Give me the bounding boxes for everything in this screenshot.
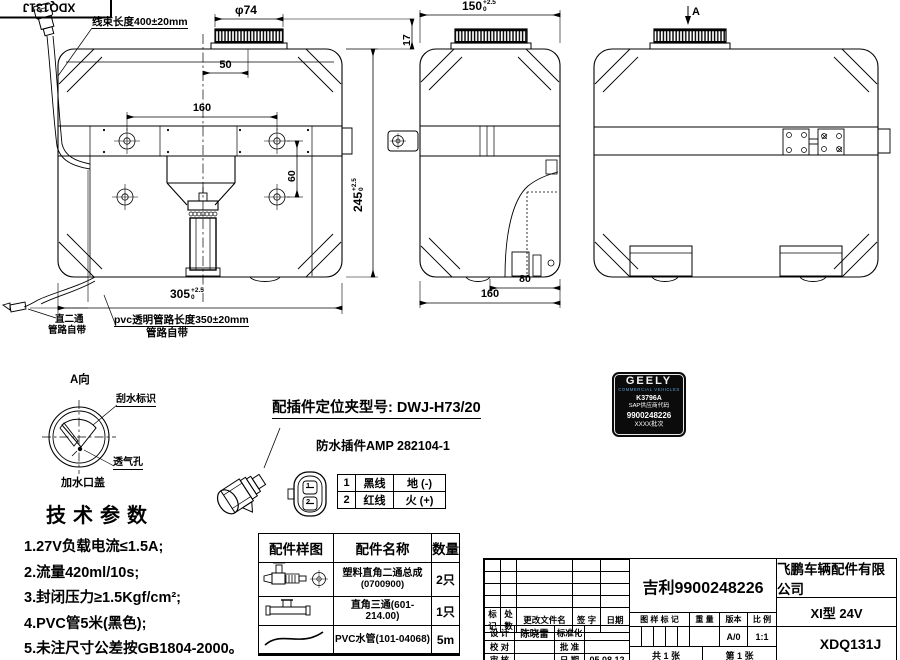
mark-header-scale: 比 例 xyxy=(747,613,776,627)
signature-row: 设 计陈晓雷标准化 xyxy=(484,625,630,641)
hose-note-line1: pvc透明管路长度350±20mm xyxy=(114,314,249,328)
tech-param-5: 5.未注尺寸公差按GB1804-2000。 xyxy=(24,641,244,657)
company-name: 飞鹏车辆配件有限公司 xyxy=(776,559,896,598)
mark-header-version: 版本 xyxy=(719,613,747,627)
connector-pin1-label: 1 xyxy=(306,481,311,490)
connector-pin2-label: 2 xyxy=(306,497,311,506)
side-view xyxy=(387,28,561,282)
badge-part-code: K3796A xyxy=(636,395,662,402)
title-block: 标记处数 更改文件名签 字 日期 设 计陈晓雷标准化 校 对批 准 审 核日 期… xyxy=(483,558,897,660)
parts-row: 塑料直角二通总成(0700900) 2只 xyxy=(258,562,460,597)
dim-cap-diameter: φ74 xyxy=(235,3,257,17)
front-view xyxy=(1,2,353,313)
parts-header-name: 配件名称 xyxy=(333,533,432,563)
mark-cell xyxy=(641,627,653,647)
badge-keyline xyxy=(614,374,684,435)
geely-supplier-badge: GEELY COMMERCIAL VEHICLES K3796A SAP供应商代… xyxy=(612,372,686,437)
detail-a-title: A向 xyxy=(70,374,90,386)
tech-param-3: 3.封闭压力≥1.5Kgf/cm²; xyxy=(24,590,182,606)
mark-cell xyxy=(665,627,677,647)
front-dimensions xyxy=(27,14,415,327)
sheet-number: 第 1 张 xyxy=(702,647,776,660)
mark-cell xyxy=(653,627,665,647)
fitting-note-line1: 直二通 xyxy=(55,314,84,325)
harness-length-note: 线束长度400±20mm xyxy=(92,16,188,30)
geely-logo-subtext: COMMERCIAL VEHICLES xyxy=(618,387,680,392)
filler-cap-label: 加水口盖 xyxy=(61,477,105,489)
tech-param-2: 2.流量420ml/10s; xyxy=(24,565,140,581)
sheet-total: 共 1 张 xyxy=(629,647,702,660)
mark-header-weight: 重 量 xyxy=(689,613,719,627)
mark-cell xyxy=(629,627,641,647)
connector-clip-title: 配插件定位夹型号: DWJ-H73/20 xyxy=(272,400,481,420)
revision-table: 标记处数 更改文件名签 字 日期 xyxy=(484,559,630,633)
detail-a-view xyxy=(42,400,118,474)
corner-drawing-no: XDQ131J xyxy=(22,0,76,15)
dim-holes-vertical: 60 xyxy=(286,170,298,182)
hose-note-line2: 管路自带 xyxy=(146,327,188,339)
model-designation: XI型 24V xyxy=(776,598,896,627)
rear-view xyxy=(593,6,891,282)
connector-drawing xyxy=(216,427,327,517)
parts-row: 直角三通(601-214.00) 1只 xyxy=(258,596,460,626)
geely-logo: GEELY xyxy=(625,375,673,387)
section-arrow-label: A xyxy=(692,6,700,18)
badge-batch: XXXX批次 xyxy=(634,420,664,428)
parts-header-sample: 配件样图 xyxy=(258,533,334,563)
badge-sap-label: SAP供应商代码 xyxy=(628,403,670,409)
version-value: A/0 xyxy=(719,627,747,647)
dim-cap-height: 17 xyxy=(401,34,413,46)
parts-row: PVC水管(101-04068) 5m xyxy=(258,625,460,655)
dim-base-width: 160 xyxy=(480,288,500,300)
sheet-corner-frame xyxy=(0,0,112,19)
mark-header-sample: 图 样 标 记 xyxy=(629,613,689,627)
connector-subtitle: 防水插件AMP 282104-1 xyxy=(316,439,450,453)
mark-cell xyxy=(677,627,689,647)
fitting-note-line2: 管路自带 xyxy=(48,325,87,336)
tech-params-title: 技术参数 xyxy=(46,505,154,527)
dim-cap-offset: 50 xyxy=(219,59,232,71)
parts-header-qty: 数量 xyxy=(431,533,460,563)
dim-holes-horizontal: 160 xyxy=(192,102,212,114)
weight-cell xyxy=(689,627,719,647)
tech-param-4: 4.PVC管5米(黑色); xyxy=(24,616,147,632)
order-number: 吉利9900248226 xyxy=(629,559,776,613)
side-dimensions xyxy=(419,10,561,308)
tech-param-1: 1.27V负载电流≤1.5A; xyxy=(24,539,164,555)
badge-supplier-no: 9900248226 xyxy=(626,410,672,420)
dim-foot-offset: 80 xyxy=(519,273,531,285)
drawing-number: XDQ131J xyxy=(776,627,896,660)
vent-hole-label: 透气孔 xyxy=(113,457,143,470)
parts-table: 配件样图 配件名称 数量 塑料直角二通总成(0700900) 2只 直角三通(6… xyxy=(258,533,460,656)
wiper-mark-label: 刮水标识 xyxy=(116,394,156,407)
scale-value: 1:1 xyxy=(747,627,776,647)
signature-row: 校 对批 准 xyxy=(484,640,630,654)
